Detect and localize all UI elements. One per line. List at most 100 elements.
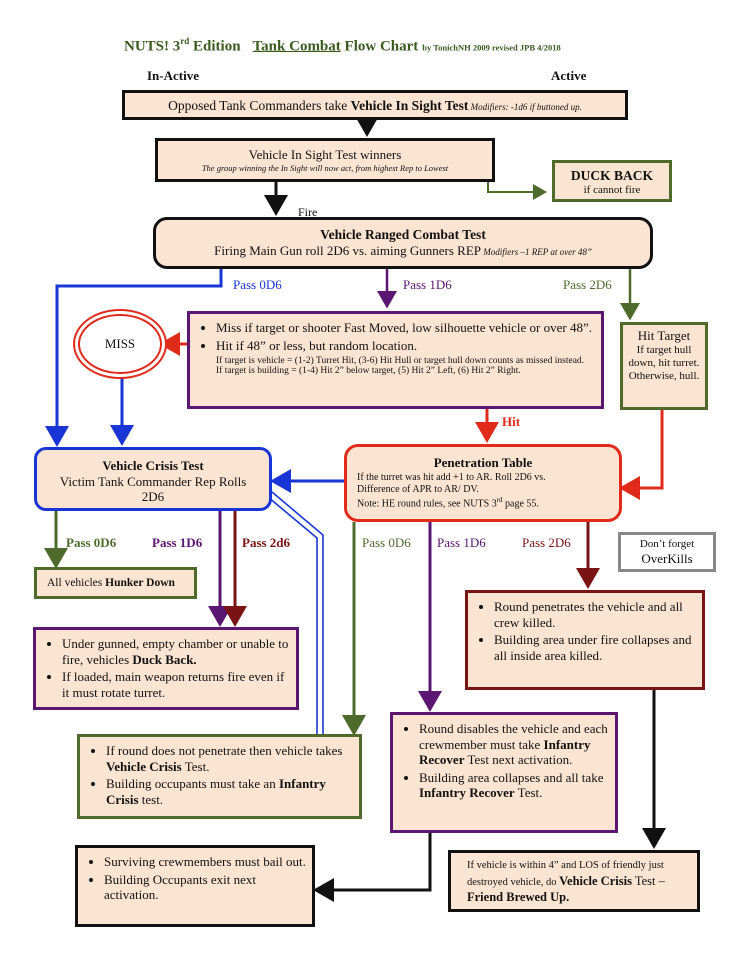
disables-bullet-2: Building area collapses and all take Inf…	[419, 770, 609, 801]
penetration-table-box: Penetration Table If the turret was hit …	[344, 444, 622, 522]
title-sup: rd	[180, 36, 190, 46]
crisis-title: Vehicle Crisis Test	[102, 458, 204, 473]
ranged-modifier: Modifiers –1 REP at over 48”	[481, 247, 592, 257]
surviving-bullet-2: Building Occupants exit next activation.	[104, 872, 306, 903]
opposed-modifier: Modifiers: -1d6 if buttoned up.	[468, 102, 582, 112]
surviving-crew-box: Surviving crewmembers must bail out. Bui…	[75, 845, 315, 927]
surviving-bullet-1: Surviving crewmembers must bail out.	[104, 854, 306, 870]
title-tail: Flow Chart	[340, 38, 419, 55]
crisis-pass1-label: Pass 1D6	[152, 535, 203, 550]
disables-text-b: Test next activation.	[464, 752, 573, 768]
penetration-line3-tail: page 55.	[502, 497, 539, 509]
ranged-pass2-label: Pass 2D6	[563, 277, 612, 292]
miss-circle: MISS	[78, 314, 162, 374]
pen-pass0-label: Pass 0D6	[362, 535, 411, 550]
opposed-text: Opposed Tank Commanders take	[168, 98, 351, 113]
friend-text-b: Test –	[631, 873, 665, 888]
friend-text-a: If vehicle is within 4” and LOS of frien…	[467, 860, 664, 888]
not-penetrate-box: If round does not penetrate then vehicle…	[77, 734, 362, 819]
pass1-bullet-2-text: Hit if 48” or less, but random location.	[216, 338, 418, 354]
under-gunned-box: Under gunned, empty chamber or unable to…	[33, 627, 299, 710]
pass1-building-note: If target is building = (1-4) Hit 2” bel…	[216, 366, 521, 377]
active-label: Active	[551, 68, 587, 83]
opposed-test-name: Vehicle In Sight Test	[350, 98, 469, 113]
winners-sub: The group winning the In Sight will now …	[201, 163, 449, 173]
disables-box: Round disables the vehicle and each crew…	[390, 712, 618, 833]
not-penetrate-bullet-1: If round does not penetrate then vehicle…	[106, 743, 353, 774]
disables-text-a: Round disables the vehicle and each crew…	[419, 721, 608, 752]
penetrates-bullet-1: Round penetrates the vehicle and all cre…	[494, 599, 694, 630]
disables-bold-b: Infantry Recover	[419, 785, 515, 801]
arrow-disables-to-surviving	[313, 833, 432, 902]
crisis-pass0-label: Pass 0D6	[66, 535, 117, 550]
hit-target-body: If target hull down, hit turret. Otherwi…	[628, 343, 700, 382]
not-penetrate-bullet-2: Building occupants must take an Infantry…	[106, 776, 353, 807]
pass1-result-box: Miss if target or shooter Fast Moved, lo…	[187, 311, 604, 409]
title-mid: Edition	[189, 38, 241, 55]
not-pen-bold-a: Vehicle Crisis	[106, 758, 182, 774]
overkill-line2: OverKills	[641, 551, 693, 567]
arrow-hittarget-to-pen	[619, 408, 664, 500]
under-gunned-text: Under gunned, empty chamber or unable to…	[62, 636, 289, 667]
pass1-vehicle-note: If target is vehicle = (1-2) Turret Hit,…	[216, 355, 585, 366]
penetration-line2: Difference of APR to AR/ DV.	[357, 483, 479, 495]
under-gunned-bullet-2: If loaded, main weapon returns fire even…	[62, 669, 290, 700]
hit-target-title: Hit Target	[637, 328, 691, 343]
crisis-line1: Victim Tank Commander Rep Rolls	[59, 473, 247, 489]
overkill-note: Don’t forget OverKills	[618, 532, 716, 572]
overkill-line1: Don’t forget	[639, 538, 695, 550]
ranged-pass0-label: Pass 0D6	[233, 277, 282, 292]
not-pen-bold-b: Infantry Crisis	[106, 776, 326, 807]
pass1-bullet-1: Miss if target or shooter Fast Moved, lo…	[216, 320, 593, 336]
pass1-bullet-2: Hit if 48” or less, but random location.…	[216, 338, 593, 377]
friend-brewed-up-box: If vehicle is within 4” and LOS of frien…	[448, 850, 700, 912]
hunker-text: All vehicles	[47, 577, 106, 589]
hunker-bold: Hunker Down	[105, 577, 175, 589]
penetrates-box: Round penetrates the vehicle and all cre…	[465, 590, 705, 690]
ranged-combat-box: Vehicle Ranged Combat Test Firing Main G…	[153, 217, 653, 269]
penetration-line3: Note: HE round rules, see NUTS 3	[357, 497, 497, 509]
disables-bullet-1: Round disables the vehicle and each crew…	[419, 721, 609, 768]
friend-bold-b: Friend Brewed Up.	[467, 890, 570, 905]
title-byline: by TonichNH 2009 revised JPB 4/2018	[422, 42, 561, 53]
in-active-label: In-Active	[147, 68, 199, 83]
arrow-winners-to-duckback	[487, 182, 547, 200]
pen-pass2-label: Pass 2D6	[522, 535, 571, 550]
winners-title: Vehicle In Sight Test winners	[248, 147, 402, 162]
pen-pass1-label: Pass 1D6	[437, 535, 486, 550]
fire-label: Fire	[298, 205, 318, 219]
disables-bold-a: Infantry Recover	[419, 736, 591, 768]
vehicle-crisis-box: Vehicle Crisis Test Victim Tank Commande…	[34, 447, 272, 511]
hit-target-box: Hit Target If target hull down, hit turr…	[620, 322, 708, 410]
miss-label: MISS	[104, 336, 136, 351]
ranged-line: Firing Main Gun roll 2D6 vs. aiming Gunn…	[214, 243, 482, 258]
chart-title: NUTS! 3rd Edition Tank Combat Flow Chart…	[124, 36, 644, 55]
crisis-pass2-label: Pass 2d6	[242, 535, 291, 550]
title-prefix: NUTS! 3	[124, 38, 181, 55]
not-pen-text-d: test.	[138, 791, 164, 807]
under-gunned-bold: Duck Back.	[132, 651, 197, 667]
penetrates-bullet-2: Building area under fire collapses and a…	[494, 632, 694, 663]
crisis-line2: 2D6	[141, 489, 165, 505]
hit-label: Hit	[502, 414, 521, 429]
title-link: Tank Combat	[252, 38, 341, 55]
penetration-line1: If the turret was hit add +1 to AR. Roll…	[357, 471, 546, 483]
under-gunned-bullet-1: Under gunned, empty chamber or unable to…	[62, 636, 290, 667]
ranged-title: Vehicle Ranged Combat Test	[320, 227, 486, 242]
ranged-pass1-label: Pass 1D6	[403, 277, 452, 292]
opposed-test-box: Opposed Tank Commanders take Vehicle In …	[122, 90, 628, 120]
disables-text-c: Building area collapses and all take	[419, 769, 604, 785]
in-sight-winners-box: Vehicle In Sight Test winners The group …	[155, 138, 495, 182]
duck-back-sub: if cannot fire	[583, 184, 641, 196]
penetration-sup: rd	[496, 495, 503, 504]
not-pen-text-a: If round does not penetrate then vehicle…	[106, 743, 343, 758]
friend-bold-a: Vehicle Crisis	[559, 873, 632, 888]
penetration-title: Penetration Table	[433, 455, 533, 470]
hunker-down-box: All vehicles Hunker Down	[34, 567, 197, 599]
arrow-pass0-blue	[45, 268, 223, 447]
not-pen-text-b: Test.	[181, 758, 210, 774]
disables-text-d: Test.	[514, 785, 543, 801]
duck-back-box: DUCK BACK if cannot fire	[552, 160, 672, 202]
not-pen-text-c: Building occupants must take an	[106, 776, 279, 792]
